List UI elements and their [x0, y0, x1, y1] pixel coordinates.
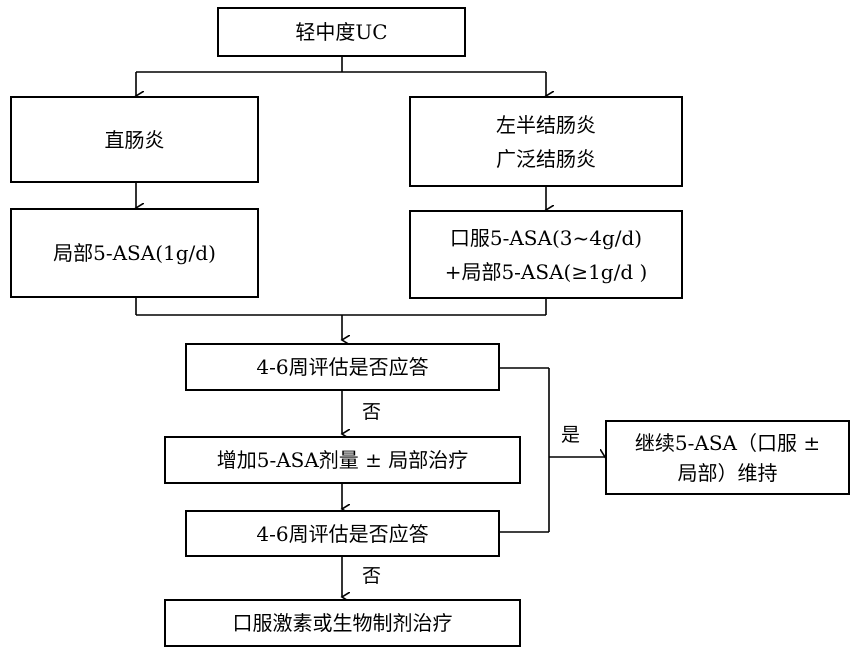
label-no-2: 否 [362, 565, 382, 587]
label-yes: 是 [561, 424, 581, 446]
node-steroid-biologic: 口服激素或生物制剂治疗 [164, 599, 521, 647]
node-oral-local-5asa: 口服5-ASA(3~4g/d) +局部5-ASA(≥1g/d ) [409, 210, 683, 299]
node-assess-response-1: 4-6周评估是否应答 [185, 343, 500, 391]
node-maintain-5asa: 继续5-ASA（口服 ± 局部）维持 [605, 420, 850, 495]
label-no-1: 否 [362, 401, 382, 423]
node-assess-response-2: 4-6周评估是否应答 [185, 510, 500, 557]
node-left-extensive-colitis: 左半结肠炎 广泛结肠炎 [409, 96, 683, 187]
node-increase-dose: 增加5-ASA剂量 ± 局部治疗 [164, 436, 521, 484]
node-mild-moderate-uc: 轻中度UC [217, 7, 466, 57]
node-proctitis: 直肠炎 [10, 96, 259, 183]
node-local-5asa: 局部5-ASA(1g/d) [10, 208, 259, 298]
